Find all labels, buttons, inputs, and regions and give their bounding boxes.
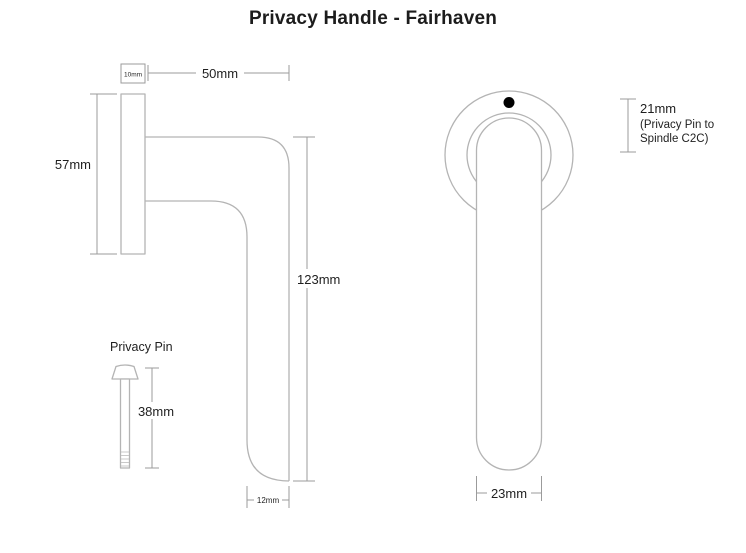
side-view: 10mm 50mm 57mm 123mm <box>55 63 345 508</box>
dim-23mm-label: 23mm <box>491 486 527 501</box>
page-title: Privacy Handle - Fairhaven <box>248 8 498 29</box>
dim-10mm-label: 10mm <box>124 72 142 79</box>
handle-side-inner-edge <box>145 200 290 482</box>
pin-thread-hatch <box>121 451 129 467</box>
dim-38mm-mask <box>134 402 178 419</box>
dim-123mm-mask <box>293 269 345 288</box>
dim-23mm-mask <box>487 485 531 501</box>
privacy-pin: Privacy Pin 38mm <box>110 340 178 469</box>
dim-21mm-note-line2: Spindle C2C) <box>640 133 709 145</box>
dim-38mm-label: 38mm <box>138 404 174 419</box>
dim-21mm-label: 21mm <box>640 101 676 116</box>
backplate-side <box>120 93 146 255</box>
dim-12mm-label: 12mm <box>257 496 280 505</box>
handle-side-outer-edge <box>145 136 290 481</box>
dim-12mm-mask <box>254 493 282 506</box>
dim-50mm-mask <box>196 63 244 81</box>
front-view: 21mm (Privacy Pin to Spindle C2C) 23mm <box>444 90 714 501</box>
dim-50mm-label: 50mm <box>202 66 238 81</box>
dim-57mm-label: 57mm <box>55 157 91 172</box>
dim-123mm-label: 123mm <box>297 272 340 287</box>
privacy-pin-dot <box>503 97 515 108</box>
handle-front-grip <box>475 117 543 471</box>
privacy-pin-label: Privacy Pin <box>110 340 173 354</box>
dim-10mm-box <box>120 63 146 84</box>
pin-head <box>111 364 139 380</box>
dim-21mm-note-line1: (Privacy Pin to <box>640 119 714 131</box>
pin-shaft <box>119 378 131 469</box>
